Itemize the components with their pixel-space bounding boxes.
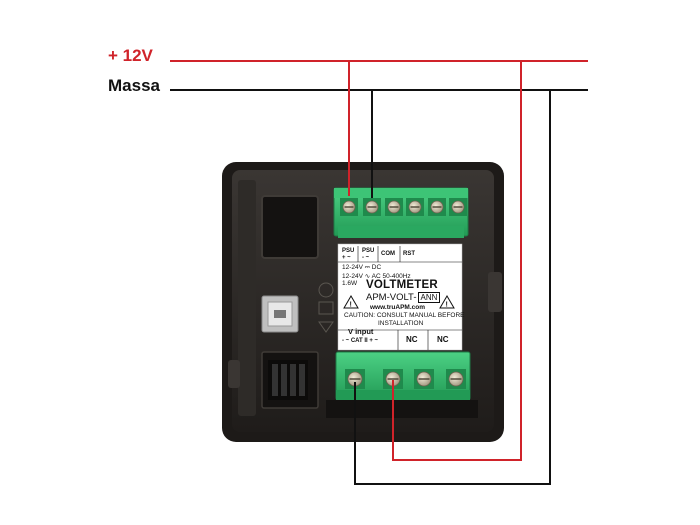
device-website: www.truAPM.com [370, 304, 426, 311]
model-suffix: ANN [417, 292, 441, 303]
terminal-screw [363, 198, 381, 216]
psu-plus-label: PSU [342, 248, 355, 254]
terminal-screw [449, 198, 467, 216]
nc-label-1: NC [406, 335, 418, 344]
svg-text:!: ! [350, 302, 352, 309]
terminal-screw [414, 369, 434, 389]
caution-line-1: CAUTION: CONSULT MANUAL BEFORE [344, 312, 465, 319]
psu-plus-polarity: + ~ [342, 255, 351, 261]
device-right-clip [488, 272, 502, 312]
model-prefix: APM-VOLT- [366, 292, 417, 303]
psu-minus-polarity: - ~ [362, 255, 370, 261]
device-title: VOLTMETER [366, 279, 438, 291]
terminal-screw [383, 369, 403, 389]
bottom-terminal-block [335, 351, 471, 401]
top-terminal-block [333, 187, 469, 238]
voltmeter-device: ! ! [222, 162, 504, 442]
device-model: APM-VOLT-ANN [366, 292, 441, 303]
svg-text:!: ! [446, 302, 448, 309]
spec-dc: 12-24V ⎓ DC [342, 264, 382, 271]
usb-port [261, 295, 299, 333]
terminal-screw [340, 198, 358, 216]
com-label: COM [381, 251, 395, 257]
bottom-connector-strip [326, 400, 478, 418]
caution-line-2: INSTALLATION [378, 320, 424, 327]
device-left-ridge [238, 180, 256, 416]
terminal-screw [345, 369, 365, 389]
v-input-label: V input [348, 327, 374, 336]
positive-label: + 12V [108, 46, 153, 65]
ground-label: Massa [108, 76, 160, 95]
recessed-socket [261, 195, 319, 259]
warning-icon [439, 295, 455, 309]
terminal-screw [406, 198, 424, 216]
terminal-screw [385, 198, 403, 216]
terminal-screw [428, 198, 446, 216]
psu-minus-label: PSU [362, 248, 375, 254]
rst-label: RST [403, 251, 415, 257]
ground-to-vinput-wire [354, 90, 551, 485]
spec-power: 1.6W [342, 280, 358, 287]
spec-ac: 12-24V ∿ AC 50-400Hz [342, 273, 411, 280]
certification-marks [318, 282, 334, 333]
positive-to-vinput-wire [392, 61, 522, 461]
device-left-clip [228, 360, 240, 388]
terminal-screw [446, 369, 466, 389]
warning-icon [343, 295, 359, 309]
nc-label-2: NC [437, 335, 449, 344]
dip-switch [261, 351, 319, 409]
v-input-polarity: - ~ CAT II + ~ [342, 338, 379, 344]
wiring [170, 60, 588, 485]
